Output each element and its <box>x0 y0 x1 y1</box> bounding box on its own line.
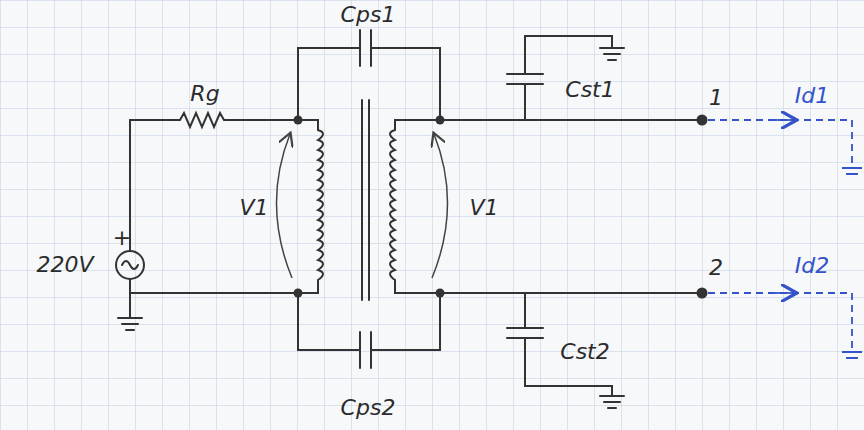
ground-symbol <box>842 352 862 358</box>
terminal-number: 1 <box>709 87 723 109</box>
resistor-wire <box>130 113 298 127</box>
secondary-winding <box>390 120 440 293</box>
capacitor-label: Cps1 <box>341 4 396 26</box>
current-label: Id2 <box>795 255 829 277</box>
current-arrow <box>775 119 795 121</box>
capacitor-label: Cst1 <box>565 79 614 101</box>
capacitor-symbol <box>507 36 624 120</box>
terminal-number: 2 <box>709 257 723 279</box>
capacitor-symbol <box>298 293 440 368</box>
source-voltage: 220V <box>36 254 93 276</box>
current-path <box>708 120 852 168</box>
voltage-source <box>116 120 144 300</box>
resistor-label: Rg <box>190 83 219 105</box>
primary-winding <box>298 120 323 293</box>
capacitor-label: Cst2 <box>560 341 609 363</box>
capacitor-symbol <box>298 30 440 120</box>
voltage-arrow <box>276 134 292 278</box>
polarity-sign: + <box>113 227 131 249</box>
ground-symbol <box>842 168 862 174</box>
wire <box>130 292 298 294</box>
junction-dots <box>294 115 708 299</box>
current-path <box>708 293 852 352</box>
voltage-arrow <box>432 134 448 278</box>
current-label: Id1 <box>795 85 829 107</box>
voltage-label: V1 <box>469 197 498 219</box>
capacitor-label: Cps2 <box>341 397 396 419</box>
ground-symbol <box>118 300 142 330</box>
capacitor-symbol <box>507 293 624 408</box>
current-arrow <box>775 292 795 294</box>
wire <box>440 120 702 293</box>
transformer-core <box>362 100 369 300</box>
voltage-label: V1 <box>239 197 268 219</box>
